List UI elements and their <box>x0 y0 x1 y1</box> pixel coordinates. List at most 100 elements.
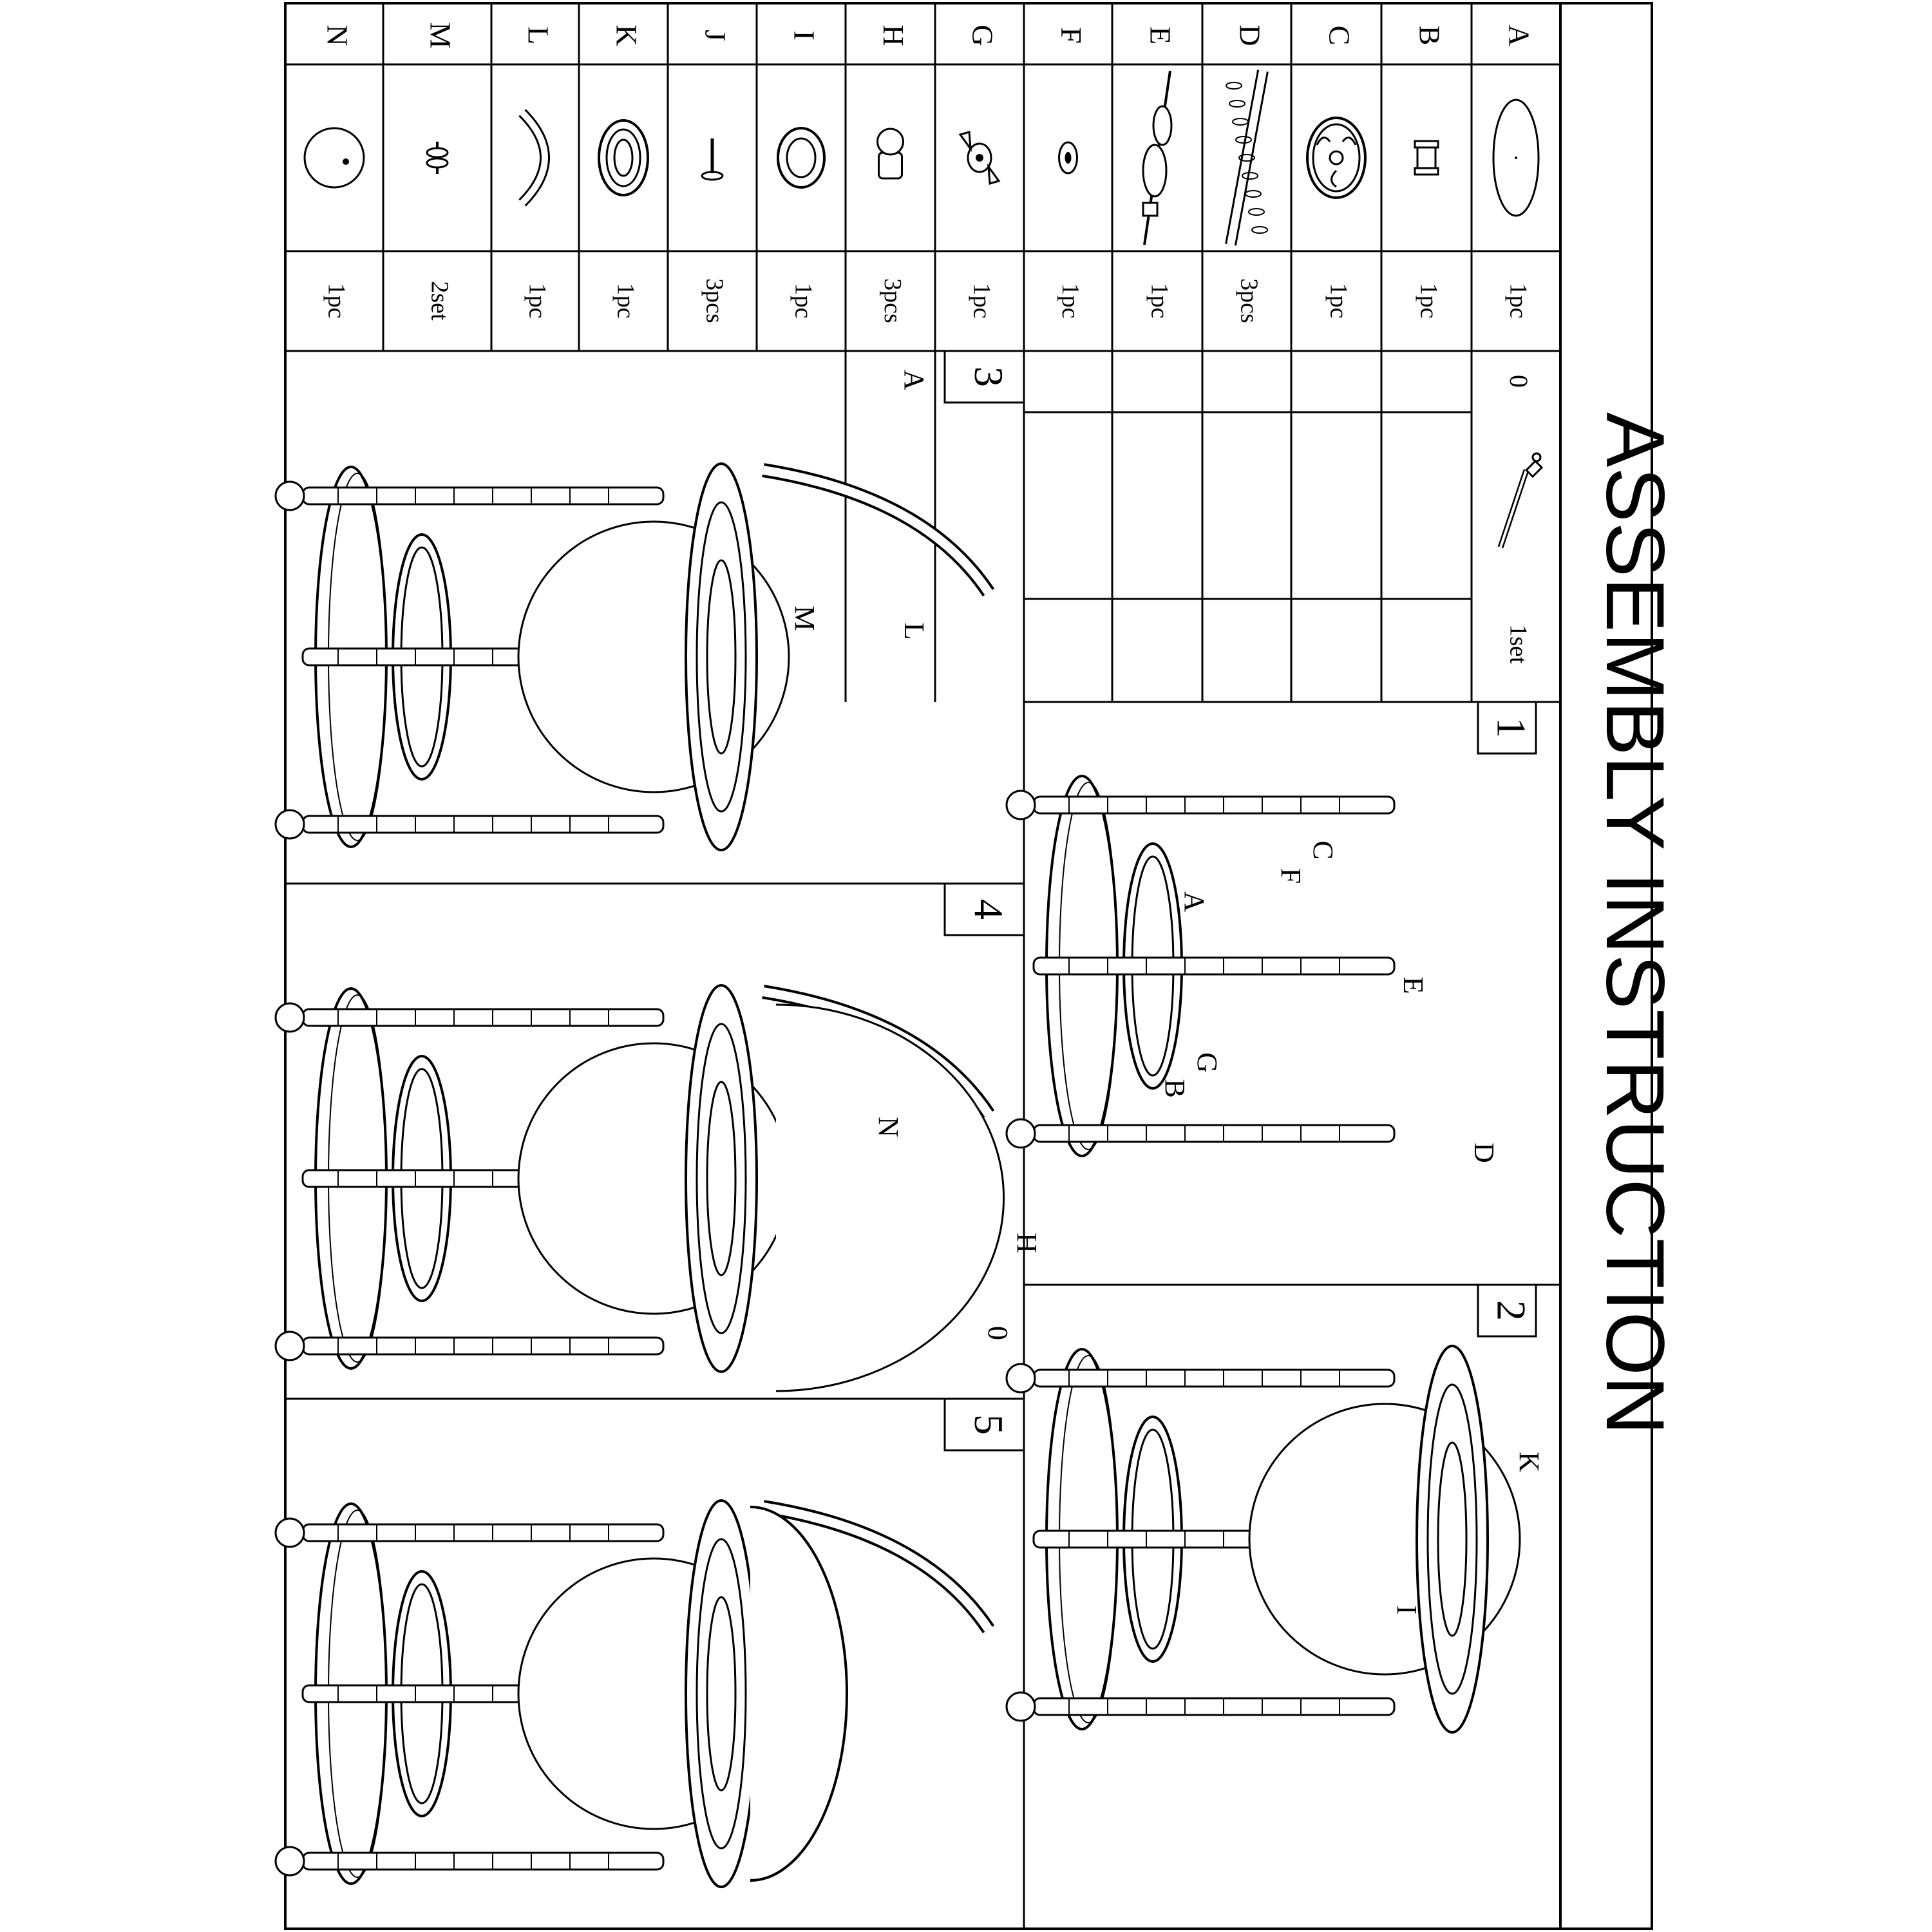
part-column-d: D 3pcs <box>1225 24 1269 323</box>
step-3-illustration: A L M <box>274 370 995 851</box>
lower-shelf-ring-icon <box>1306 117 1367 199</box>
part-letter: K <box>610 24 643 46</box>
part-quantity: 1pc <box>612 283 639 319</box>
part-column-j: J 3pcs <box>699 30 732 323</box>
dome-lid-icon <box>303 127 365 189</box>
finial-knob-icon <box>1497 452 1544 549</box>
step-5-illustration <box>274 1499 995 1888</box>
part-column-n: N 1pc <box>303 24 365 319</box>
step-number: 1 <box>1488 717 1534 738</box>
part-column-f: F 1pc <box>1055 27 1088 318</box>
part-letter: E <box>1144 26 1177 44</box>
callout-label: B <box>1159 1079 1191 1097</box>
step-2-panel: 2KIJ <box>1005 1283 1545 1734</box>
part-column-l: L 1pc <box>518 26 554 319</box>
part-column-h: H 3pcs <box>876 24 910 323</box>
callout-label: F <box>1275 868 1307 884</box>
part-quantity: 3pcs <box>701 278 728 323</box>
arc-bracket <box>762 463 995 597</box>
part-column-e: E 1pc <box>1142 26 1177 319</box>
part-letter: A <box>1502 24 1535 46</box>
callout-label: D <box>1468 1142 1500 1163</box>
part-letter: N <box>321 24 354 46</box>
part-quantity: 1pc <box>1146 283 1173 319</box>
callout-label: M <box>789 605 820 630</box>
part-letter: L <box>522 26 554 44</box>
part-quantity: 1pc <box>790 283 817 319</box>
part-column-m: M 2set <box>424 23 457 321</box>
part-letter: F <box>1055 27 1088 44</box>
part-quantity: 1pc <box>1325 283 1352 319</box>
parts-table: A 1pc B 1pc C 1pc D 3pcs E 1pc F 1pc G 1pc H 3pcs I 1pc J 3… <box>285 3 1560 703</box>
callout-label: L <box>898 623 930 640</box>
part-column-a: A 1pc <box>1492 24 1540 319</box>
callout-label: G <box>1191 1052 1223 1073</box>
step-number-box <box>943 882 1025 936</box>
callout-label: N <box>873 1117 904 1137</box>
callout-label: H <box>1011 1233 1043 1253</box>
spool-connector-icon <box>1414 140 1439 176</box>
center-post-icon <box>1142 70 1173 245</box>
step-panels: 1AFGBCEDH2KIJ3ALM4N05 <box>274 350 1560 1929</box>
step-number: 3 <box>966 366 1012 387</box>
part-letter: G <box>966 24 999 46</box>
step-number-box <box>1477 701 1537 755</box>
dome-lid <box>750 1506 848 1882</box>
page-title: ASSEMBLY INSTRUCTION <box>1589 412 1681 1435</box>
part-letter: B <box>1413 26 1446 46</box>
callout-label: E <box>1397 977 1429 994</box>
bowl-ring-icon <box>777 127 826 189</box>
foot-cap-icon <box>876 128 904 180</box>
part-letter: D <box>1233 24 1266 46</box>
step-5-panel: 5 <box>274 1397 1025 1888</box>
callout-label: C <box>1307 840 1339 859</box>
part-letter: J <box>699 30 732 41</box>
turned-leg-icon <box>1225 70 1269 246</box>
step-4-illustration: N0 <box>274 984 1014 1392</box>
dome-lid <box>775 1003 1005 1392</box>
top-ring-icon <box>598 119 649 196</box>
part-quantity: 1pc <box>1415 283 1442 319</box>
callout-label: I <box>1391 1605 1423 1615</box>
part-quantity: 1set <box>1504 624 1531 664</box>
round-top-panel-icon <box>1492 99 1540 217</box>
part-quantity: 1pc <box>1057 283 1084 319</box>
part-letter: I <box>788 30 820 40</box>
part-quantity: 3pcs <box>879 278 906 323</box>
step-4-panel: 4N0 <box>274 882 1025 1392</box>
wing-nut-icon <box>958 131 1001 185</box>
step-number-box <box>943 350 1025 404</box>
callout-label: 0 <box>982 1326 1014 1340</box>
page-border <box>284 2 1653 1930</box>
screw-icon <box>701 138 724 181</box>
part-column-i: I 1pc <box>777 30 826 319</box>
step-3-panel: 3 A L M <box>274 350 1025 851</box>
callout-label: K <box>1513 1452 1545 1472</box>
part-quantity: 1pc <box>524 283 551 319</box>
part-quantity: 1pc <box>968 283 995 319</box>
arc-bracket-icon <box>518 109 550 207</box>
part-column-c: C 1pc <box>1306 26 1367 319</box>
part-letter: H <box>877 24 910 46</box>
step-2-illustration: KIJ <box>1005 1345 1545 1734</box>
part-letter: C <box>1323 26 1356 46</box>
part-quantity: 1pc <box>323 283 350 319</box>
part-quantity: 1pc <box>1504 283 1531 319</box>
part-column-k: K 1pc <box>598 24 649 319</box>
part-quantity: 2set <box>426 281 453 321</box>
bolt-set-icon <box>426 142 449 174</box>
part-column-g: G 1pc <box>958 24 1001 319</box>
washer-icon <box>1058 141 1078 175</box>
step-number-box <box>943 1397 1025 1452</box>
step-number: 5 <box>966 1414 1012 1435</box>
step-number-box <box>1477 1283 1537 1338</box>
callout-label: A <box>898 370 930 390</box>
part-quantity: 3pcs <box>1235 278 1262 323</box>
step-number: 2 <box>1488 1300 1534 1321</box>
part-letter: M <box>424 23 457 49</box>
part-column-b: B 1pc <box>1413 26 1446 319</box>
